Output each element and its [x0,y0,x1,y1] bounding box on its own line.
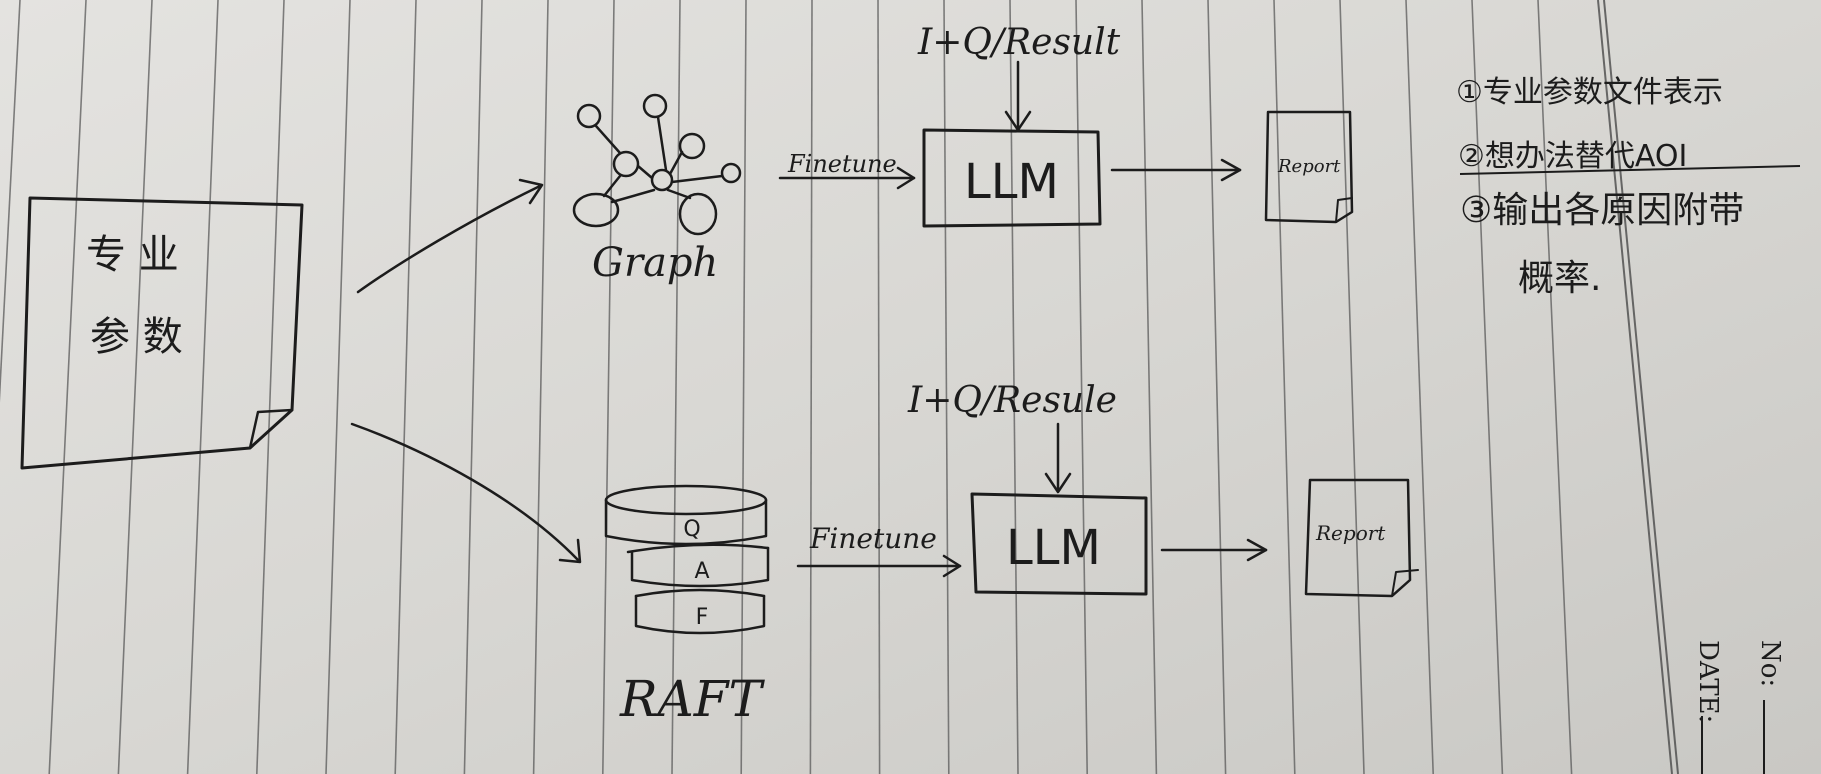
margin-line [1597,0,1679,774]
ruled-line [602,0,615,774]
raft-label: RAFT [619,670,765,728]
lower-report-label: Report [1315,521,1386,545]
ruled-line [1273,0,1296,774]
lower-input-label: I+Q/Resule [907,380,1117,421]
raft-stack: Q A F RAFT [604,484,770,728]
ruled-line [1207,0,1227,774]
lower-finetune-label: Finetune [809,522,937,555]
ruled-line [117,0,153,774]
source-text-line2: 参 数 [90,314,183,360]
ruled-line [1471,0,1504,774]
upper-llm-label: LLM [964,154,1059,210]
ruled-line [325,0,351,774]
ruled-line [532,0,549,774]
upper-finetune-arrow: Finetune [778,150,916,190]
ruled-line [1405,0,1434,774]
ruled-line [1141,0,1158,774]
ruled-line [1537,0,1573,774]
lower-report-doc: Report [1304,478,1419,598]
source-text-line1: 专 业 [86,232,179,278]
upper-input-label: I+Q/Result [917,22,1121,63]
ruled-line [809,0,813,774]
ruled-line [0,0,21,403]
ruled-line [740,0,747,774]
no-label: No: [1755,640,1785,687]
ruled-line [256,0,285,774]
ruled-line [1339,0,1365,774]
upper-input-label-group: I+Q/Result [917,22,1121,132]
note-item-1: ①专业参数文件表示 [1456,75,1723,110]
ruled-line [463,0,483,774]
upper-output-arrow [1110,158,1242,182]
page-meta: DATE: No: [1693,640,1785,774]
source-document: 专 业 参 数 [20,196,304,470]
raft-layer-q: Q [683,517,700,542]
graph-node: Graph [572,93,742,286]
notes-list: ①专业参数文件表示 ②想办法替代AOI ③输出各原因附带 概率. [1456,75,1801,299]
ruled-line [48,0,87,774]
ruled-line [1075,0,1088,774]
lower-input-label-group: I+Q/Resule [907,380,1117,494]
ruled-line [671,0,681,774]
ruled-line [186,0,219,774]
upper-finetune-label: Finetune [787,150,897,178]
upper-llm-box: LLM [922,128,1102,228]
date-label: DATE: [1693,640,1723,723]
upper-report-doc: Report [1264,110,1354,224]
graph-label: Graph [592,240,718,286]
ruled-line [1009,0,1019,774]
lower-llm-label: LLM [1006,520,1101,576]
ruled-line [877,0,881,774]
raft-layer-a: A [694,559,709,584]
arrow-to-graph [356,178,544,294]
upper-report-label: Report [1277,156,1341,177]
lower-finetune-arrow: Finetune [796,522,962,578]
lower-output-arrow [1160,538,1268,562]
note-item-3: ③输出各原因附带 [1460,190,1744,231]
lower-llm-box: LLM [970,492,1148,596]
note-item-3-cont: 概率. [1518,258,1601,299]
raft-layer-f: F [696,605,709,630]
arrow-to-raft [350,422,582,564]
note-item-2: ②想办法替代AOI [1458,139,1687,174]
ruled-line [394,0,417,774]
ruled-lines [0,0,1573,774]
notes-divider [1459,165,1801,175]
